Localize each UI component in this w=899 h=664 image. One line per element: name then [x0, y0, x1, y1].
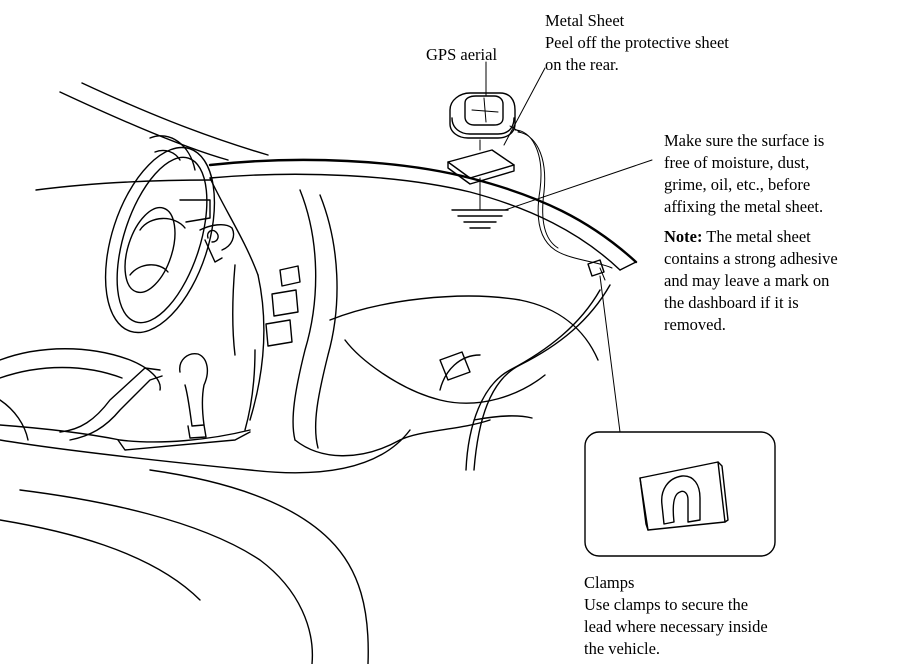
- center-console: [199, 223, 301, 431]
- surface-line-4: affixing the metal sheet.: [664, 197, 824, 216]
- windshield-frame: [35, 82, 269, 191]
- note-first-line-text: The metal sheet: [702, 227, 811, 246]
- note-heading: Note:: [664, 227, 703, 246]
- steering-wheel: [104, 135, 216, 334]
- clamps-title: Clamps: [584, 573, 635, 592]
- surface-line-2: free of moisture, dust,: [664, 153, 810, 172]
- leader-lines: [485, 61, 653, 433]
- note-line-5: removed.: [664, 315, 726, 334]
- dashboard-clamp: [587, 259, 606, 281]
- clamps-line-1: Use clamps to secure the: [584, 595, 749, 614]
- clamps-line-3: the vehicle.: [584, 639, 661, 658]
- clamps-line-2: lead where necessary inside: [584, 617, 768, 636]
- metal-sheet-line-1: Peel off the protective sheet: [545, 33, 729, 52]
- metal-sheet-line-2: on the rear.: [545, 55, 619, 74]
- gps-aerial-device: [449, 92, 613, 269]
- note-line-2: contains a strong adhesive: [664, 249, 838, 268]
- note-line-4: the dashboard if it is: [664, 293, 799, 312]
- surface-line-1: Make sure the surface is: [664, 131, 825, 150]
- metal-sheet-title: Metal Sheet: [545, 11, 625, 30]
- metal-sheet-plate: [447, 139, 515, 211]
- surface-line-3: grime, oil, etc., before: [664, 175, 811, 194]
- surface-symbol: [451, 209, 509, 229]
- clamp-detail-inset: [584, 431, 776, 557]
- seat-and-shifter: [0, 348, 411, 664]
- dashboard-outline: [208, 158, 638, 471]
- gps-aerial-label: GPS aerial: [426, 45, 498, 64]
- note-line-3: and may leave a mark on: [664, 271, 830, 290]
- note-first-line: Note: The metal sheet: [664, 226, 811, 247]
